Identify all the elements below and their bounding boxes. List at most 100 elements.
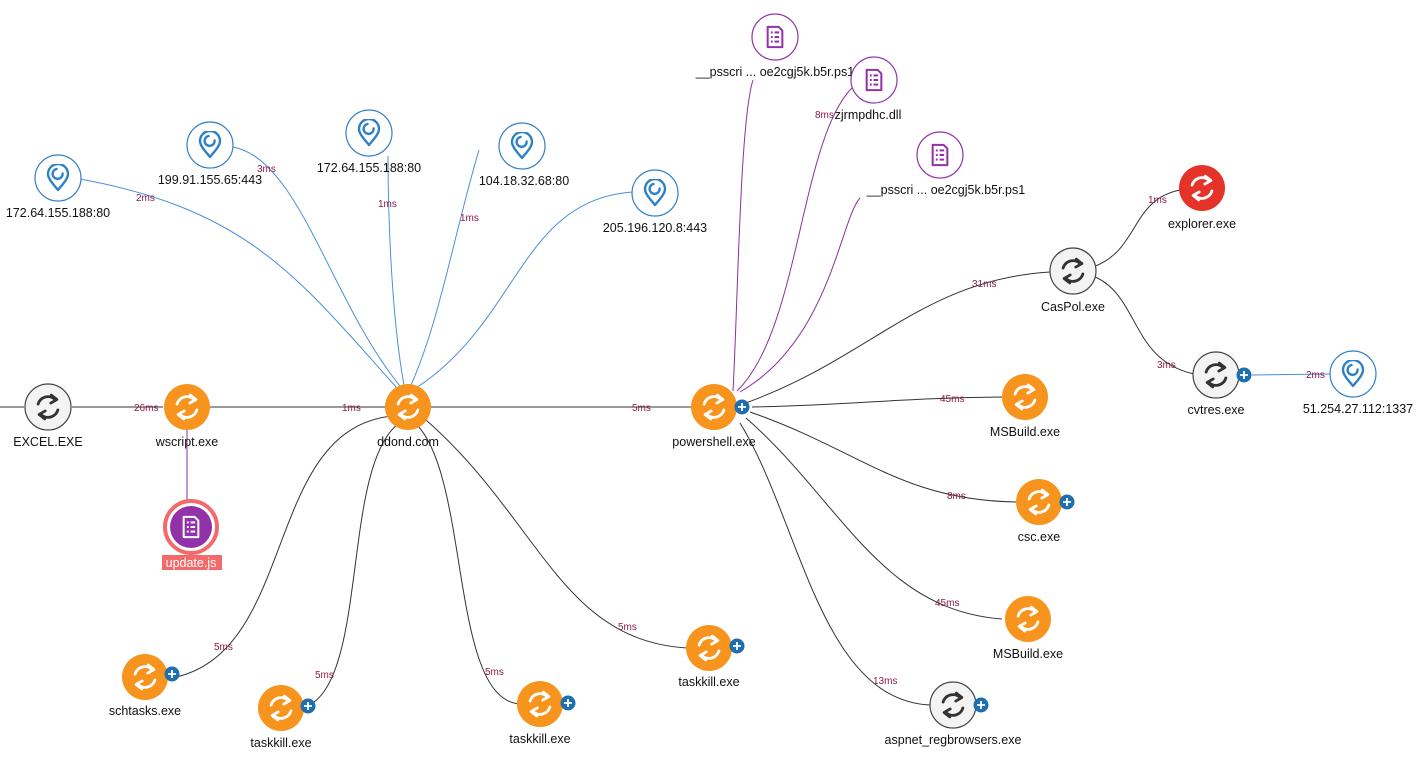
- node-label: aspnet_regbrowsers.exe: [885, 733, 1022, 747]
- edge-time-label: 31ms: [972, 279, 996, 290]
- expand-button[interactable]: [1236, 367, 1252, 383]
- expand-button[interactable]: [973, 697, 989, 713]
- edge-ddond-net4: [410, 149, 480, 386]
- node-caspol[interactable]: CasPol.exe: [1041, 247, 1105, 314]
- node-label: wscript.exe: [155, 435, 219, 449]
- node-powershell[interactable]: powershell.exe: [672, 384, 756, 449]
- edge-time-label: 1ms: [460, 213, 479, 224]
- node-label: csc.exe: [1018, 530, 1060, 544]
- node-msbuild-2[interactable]: MSBuild.exe: [993, 596, 1063, 661]
- node-zjrmpdhc-dll[interactable]: zjrmpdhc.dll: [835, 56, 902, 122]
- node-label: 199.91.155.65:443: [158, 173, 262, 187]
- edge-powershell-msbuild2: [745, 417, 1003, 620]
- edge-time-label: 3ms: [257, 164, 276, 175]
- node-taskkill-3[interactable]: taskkill.exe: [678, 625, 745, 689]
- plus-icon: [738, 403, 746, 411]
- node-label: ddond.com: [377, 435, 439, 449]
- node-aspnet-regbrowsers[interactable]: aspnet_regbrowsers.exe: [885, 681, 1022, 747]
- node-label: explorer.exe: [1168, 217, 1236, 231]
- edge-powershell-ps1b: [739, 197, 861, 393]
- node-label: cvtres.exe: [1188, 403, 1245, 417]
- edge-ddond-net2: [232, 146, 401, 387]
- node-net2[interactable]: 199.91.155.65:443: [158, 121, 262, 187]
- node-taskkill-2[interactable]: taskkill.exe: [509, 681, 576, 746]
- node-msbuild-1[interactable]: MSBuild.exe: [990, 374, 1060, 439]
- edge-layer: 26ms 1ms 2ms 3ms 1ms 1ms 5ms 5ms 5ms 5ms…: [0, 79, 1331, 709]
- edge-time-label: 5ms: [485, 667, 504, 678]
- node-net1[interactable]: 172.64.155.188:80: [6, 154, 110, 220]
- node-ps1-a[interactable]: __psscri ... oe2cgj5k.b5r.ps1: [695, 13, 854, 79]
- node-label: __psscri ... oe2cgj5k.b5r.ps1: [695, 65, 854, 79]
- node-label: schtasks.exe: [109, 704, 181, 718]
- edge-powershell-msbuild1: [751, 396, 1003, 408]
- node-ps1-b[interactable]: __psscri ... oe2cgj5k.b5r.ps1: [866, 131, 1025, 197]
- edge-time-label: 8ms: [947, 491, 966, 502]
- edge-ddond-taskkill2: [416, 424, 521, 705]
- expand-button[interactable]: [300, 698, 316, 714]
- edge-time-label: 13ms: [873, 676, 897, 687]
- node-label: CasPol.exe: [1041, 300, 1105, 314]
- edge-time-label: 8ms: [815, 110, 834, 121]
- expand-button[interactable]: [1059, 494, 1075, 510]
- edge-time-label: 1ms: [1148, 195, 1167, 206]
- selected-label-highlight: [162, 555, 222, 570]
- plus-icon: [733, 642, 741, 650]
- edge-time-label: 5ms: [214, 642, 233, 653]
- node-update-js[interactable]: update.js: [162, 499, 222, 570]
- node-explorer[interactable]: explorer.exe: [1168, 165, 1236, 231]
- expand-button[interactable]: [734, 399, 750, 415]
- edge-time-label: 26ms: [134, 403, 158, 414]
- node-net6[interactable]: 51.254.27.112:1337: [1303, 350, 1413, 416]
- edge-time-label: 5ms: [315, 670, 334, 681]
- node-taskkill-1[interactable]: taskkill.exe: [250, 685, 316, 750]
- edge-time-label: 1ms: [342, 403, 361, 414]
- node-label: 205.196.120.8:443: [603, 221, 707, 235]
- plus-icon: [304, 702, 312, 710]
- node-label: __psscri ... oe2cgj5k.b5r.ps1: [866, 183, 1025, 197]
- node-ddond[interactable]: ddond.com: [377, 384, 439, 449]
- edge-cvtres-net6: [1251, 373, 1331, 376]
- node-label: taskkill.exe: [678, 675, 739, 689]
- node-label: taskkill.exe: [250, 736, 311, 750]
- edge-caspol-cvtres: [1092, 275, 1195, 375]
- plus-icon: [977, 701, 985, 709]
- plus-icon: [1240, 371, 1248, 379]
- node-label: 172.64.155.188:80: [6, 206, 110, 220]
- node-label: powershell.exe: [672, 435, 755, 449]
- node-net3[interactable]: 172.64.155.188:80: [317, 109, 421, 175]
- edge-powershell-dll: [736, 87, 853, 392]
- node-cvtres[interactable]: cvtres.exe: [1188, 351, 1252, 417]
- node-label: EXCEL.EXE: [13, 435, 82, 449]
- edge-time-label: 5ms: [632, 403, 651, 414]
- expand-button[interactable]: [164, 666, 180, 682]
- plus-icon: [564, 699, 572, 707]
- edge-time-label: 2ms: [136, 193, 155, 204]
- expand-button[interactable]: [560, 695, 576, 711]
- edge-powershell-ps1a: [732, 79, 754, 392]
- node-wscript[interactable]: wscript.exe: [155, 384, 219, 449]
- node-label: 104.18.32.68:80: [479, 174, 569, 188]
- edge-ddond-taskkill1: [301, 423, 399, 709]
- edge-ddond-schtasks: [165, 415, 393, 680]
- node-net4[interactable]: 104.18.32.68:80: [479, 122, 569, 188]
- node-schtasks[interactable]: schtasks.exe: [109, 654, 181, 718]
- edge-time-label: 2ms: [1306, 370, 1325, 381]
- node-excel[interactable]: EXCEL.EXE: [13, 383, 83, 449]
- plus-icon: [168, 670, 176, 678]
- edge-powershell-csc: [749, 411, 1017, 503]
- node-label: taskkill.exe: [509, 732, 570, 746]
- node-label: MSBuild.exe: [993, 647, 1063, 661]
- edge-ddond-net5: [415, 191, 634, 389]
- plus-icon: [1063, 498, 1071, 506]
- edge-caspol-explorer: [1092, 189, 1181, 268]
- node-label: 172.64.155.188:80: [317, 161, 421, 175]
- edge-powershell-caspol: [739, 271, 1051, 406]
- expand-button[interactable]: [729, 638, 745, 654]
- edge-ddond-taskkill3: [425, 419, 688, 649]
- node-label: MSBuild.exe: [990, 425, 1060, 439]
- node-net5[interactable]: 205.196.120.8:443: [603, 169, 707, 235]
- node-label: update.js: [166, 556, 217, 570]
- node-label: zjrmpdhc.dll: [835, 108, 902, 122]
- node-csc[interactable]: csc.exe: [1016, 479, 1075, 544]
